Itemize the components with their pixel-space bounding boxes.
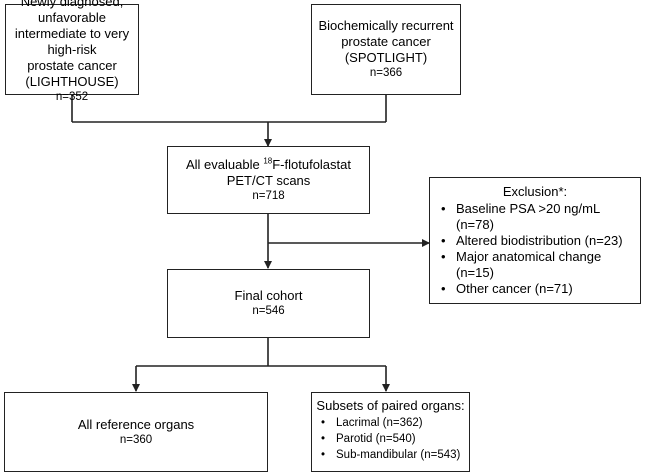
exclusion-item: Baseline PSA >20 ng/mL (n=78) (436, 201, 634, 233)
evaluable-count: n=718 (252, 189, 285, 202)
paired-organ-item: Lacrimal (n=362) (316, 415, 465, 431)
paired-organ-item: Sub-mandibular (n=543) (316, 447, 465, 463)
evaluable-line-1-pre: All evaluable (186, 156, 264, 172)
lighthouse-line-2: intermediate to very high-risk (14, 26, 130, 57)
lighthouse-line-4: (LIGHTHOUSE) (25, 74, 119, 89)
spotlight-count: n=366 (369, 67, 403, 79)
evaluable-line-1: All evaluable 18F-flotufolastat (168, 157, 369, 173)
spotlight-line-3: (SPOTLIGHT) (344, 50, 428, 65)
final-cohort-box: Final cohort n=546 (167, 269, 370, 338)
reference-organs-box: All reference organs n=360 (4, 392, 268, 472)
exclusion-item: Major anatomical change (n=15) (436, 249, 634, 281)
evaluable-isotope-superscript: 18 (263, 156, 273, 166)
paired-organs-list: Lacrimal (n=362) Parotid (n=540) Sub-man… (316, 415, 465, 463)
spotlight-box: Biochemically recurrent prostate cancer … (311, 4, 461, 95)
reference-organs-count: n=360 (119, 433, 153, 446)
spotlight-line-2: prostate cancer (341, 34, 431, 49)
lighthouse-count: n=352 (55, 91, 89, 103)
lighthouse-box: Newly diagnosed, unfavorable intermediat… (5, 0, 139, 103)
exclusion-item: Other cancer (n=71) (436, 281, 634, 297)
lighthouse-line-1: Newly diagnosed, unfavorable (20, 0, 124, 25)
exclusion-title: Exclusion*: (502, 184, 568, 199)
exclusion-list: Baseline PSA >20 ng/mL (n=78) Altered bi… (436, 201, 634, 297)
lighthouse-line-3: prostate cancer (27, 58, 117, 73)
reference-organs-title: All reference organs (77, 416, 195, 432)
paired-organ-item: Parotid (n=540) (316, 431, 465, 447)
evaluable-line-1-post: F-flotufolastat (272, 156, 351, 172)
final-cohort-count: n=546 (252, 305, 285, 317)
paired-organs-title: Subsets of paired organs: (316, 398, 465, 413)
final-cohort-title: Final cohort (234, 288, 303, 303)
exclusion-item: Altered biodistribution (n=23) (436, 233, 634, 249)
exclusion-box: Exclusion*: Baseline PSA >20 ng/mL (n=78… (429, 177, 641, 304)
evaluable-scans-box: All evaluable 18F-flotufolastat PET/CT s… (167, 146, 370, 214)
spotlight-line-1: Biochemically recurrent (318, 18, 454, 33)
paired-organs-box: Subsets of paired organs: Lacrimal (n=36… (311, 392, 470, 472)
evaluable-line-2: PET/CT scans (226, 172, 311, 188)
